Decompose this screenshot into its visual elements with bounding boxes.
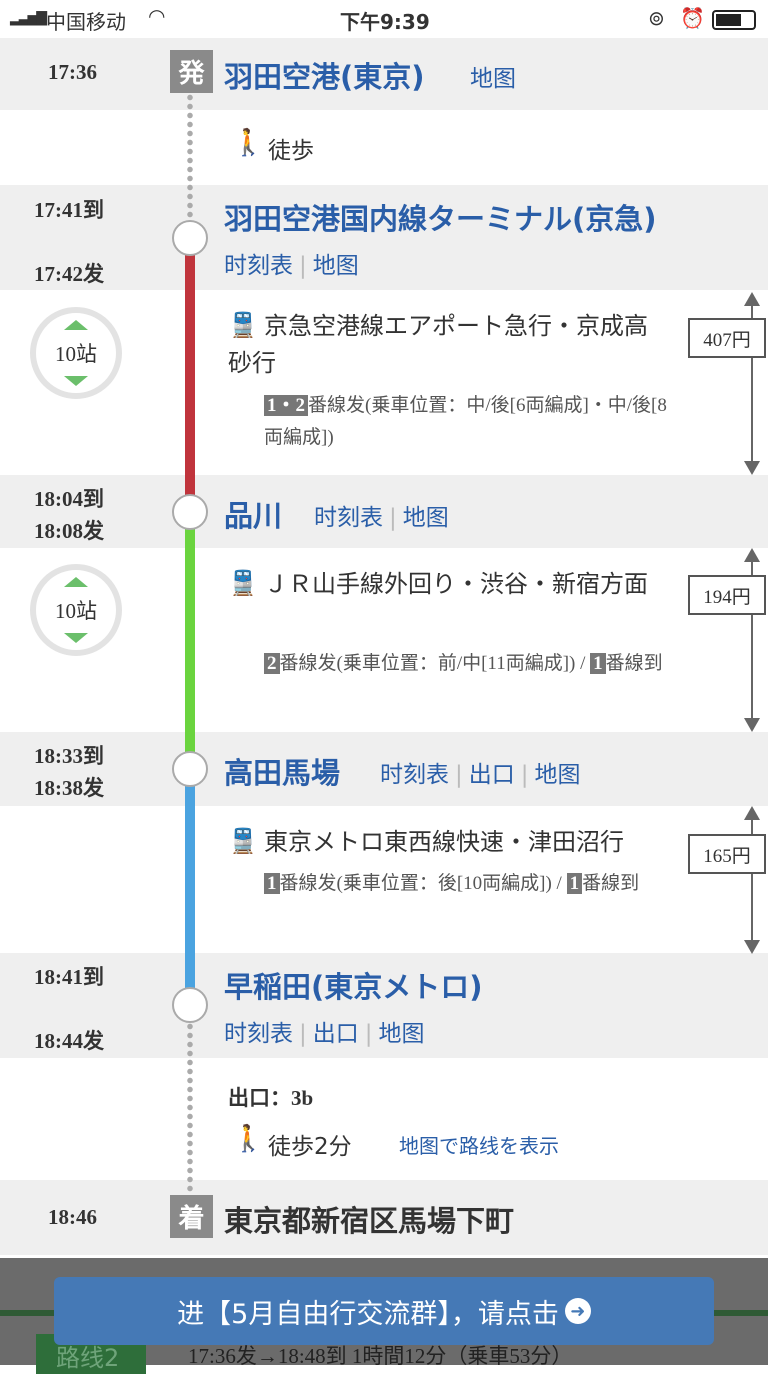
train-name: 東京メトロ東西線快速・津田沼行 [264,828,624,856]
exit-label: 出口： [228,1086,291,1110]
platform-number: 1 [590,653,606,674]
carrier: 中国移动 [46,10,126,34]
map-link[interactable]: 地图 [378,1021,425,1047]
fare: 165円 [688,834,766,874]
platform-number: 1 [566,873,583,894]
train-icon: 🚆 [228,827,258,855]
train-name: 京急空港線エアポート急行・京成高砂行 [228,312,648,377]
exit-link[interactable]: 出口 [468,762,515,788]
rotation-lock-icon: ⊚ [648,6,665,30]
map-link[interactable]: 地图 [534,762,581,788]
walk-icon: 🚶 [232,128,265,158]
departure-time: 17:36 [48,60,97,84]
arrival-time: 18:33到 [34,744,104,768]
departure-time: 18:08发 [34,519,104,543]
walk-line [187,93,193,238]
timetable-link[interactable]: 时刻表 [314,505,383,531]
station-name[interactable]: 品川 [224,499,283,533]
arrow-circle-right-icon: ➜ [564,1298,591,1324]
arrival-time: 17:41到 [34,198,104,222]
station-node [172,751,208,787]
departure-time: 18:44发 [34,1029,104,1053]
departure-station[interactable]: 羽田空港(東京) [224,60,425,94]
join-group-banner[interactable]: 进【5月自由行交流群】，请点击 ➜ [54,1277,714,1345]
fare: 194円 [688,575,766,615]
alarm-icon: ⏰ [680,6,705,30]
arrow-up-icon [744,292,760,306]
platform-text: 番線发(乗車位置：前/中[11両編成]) / [279,653,591,674]
exit-link[interactable]: 出口 [312,1021,359,1047]
line-keikyu [185,255,195,495]
map-link[interactable]: 地图 [402,505,449,531]
status-bar: ▂▃▅▇ 中国移动 ◠ 下午9:39 ⊚ ⏰ [0,0,768,38]
arrival-time: 18:41到 [34,965,104,989]
banner-text: 进【5月自由行交流群】，请点击 [177,1298,559,1330]
fare-range [751,304,753,464]
wifi-icon: ◠ [148,4,166,28]
platform-text: 番線发(乗車位置：後[10両編成]) / [279,873,567,894]
arrival-time: 18:46 [48,1205,97,1229]
stops-count: 10站 [55,599,97,623]
platform-number: 1 [264,873,280,894]
timetable-link[interactable]: 时刻表 [224,1021,293,1047]
station-name[interactable]: 早稲田(東京メトロ) [224,970,483,1004]
fare: 407円 [688,318,766,358]
train-icon: 🚆 [228,569,258,597]
arrive-badge: 着 [170,1195,213,1238]
route-summary: 17:36发→18:48到 1時間12分（乗車53分） [188,1344,573,1368]
arrow-up-icon [744,548,760,562]
train-name: ＪＲ山手線外回り・渋谷・新宿方面 [264,570,648,598]
station-node [172,987,208,1023]
station-name[interactable]: 羽田空港国内線ターミナル(京急) [224,202,657,236]
route-map-link[interactable]: 地图で路线を表示 [399,1134,559,1158]
clock: 下午9:39 [340,10,430,34]
map-link[interactable]: 地图 [470,66,516,92]
station-row [0,185,768,290]
train-icon: 🚆 [228,311,258,339]
station-node [172,494,208,530]
platform-text: 番線发(乗車位置：中/後[6両編成]・中/後[8両編成]) [264,395,667,448]
station-row [0,953,768,1058]
station-row [0,475,768,548]
departure-time: 17:42发 [34,262,104,286]
fare-range [751,818,753,943]
exit-value: 3b [291,1086,314,1110]
timetable-link[interactable]: 时刻表 [224,253,293,279]
platform-text: 番線到 [605,653,663,674]
signal-icon: ▂▃▅▇ [10,10,47,26]
destination: 東京都新宿区馬場下町 [224,1204,515,1238]
map-link[interactable]: 地图 [312,253,359,279]
stops-count: 10站 [55,342,97,366]
platform-number: 2 [264,653,280,674]
arrival-time: 18:04到 [34,487,104,511]
exit-info: 出口：3b [228,1082,313,1112]
walk-icon: 🚶 [232,1124,265,1154]
walk-duration: 徒歩2分 [268,1134,352,1160]
platform-text: 番線到 [582,873,640,894]
battery-icon [712,10,756,30]
walk-line [187,1022,193,1194]
station-node [172,220,208,256]
arrow-down-icon [744,718,760,732]
depart-badge: 発 [170,50,213,93]
stops-toggle[interactable]: 10站 [30,564,122,656]
arrow-up-icon [744,806,760,820]
station-row [0,732,768,806]
arrow-down-icon [744,940,760,954]
walk-label: 徒歩 [268,138,314,164]
line-jr [185,528,195,770]
fare-range [751,560,753,720]
platform-number: 1・2 [264,395,309,416]
line-metro [185,785,195,1005]
departure-row [0,38,768,110]
stops-toggle[interactable]: 10站 [30,307,122,399]
arrival-row [0,1180,768,1255]
timetable-link[interactable]: 时刻表 [380,762,449,788]
station-name[interactable]: 高田馬場 [224,756,341,790]
departure-time: 18:38发 [34,776,104,800]
arrow-down-icon [744,461,760,475]
